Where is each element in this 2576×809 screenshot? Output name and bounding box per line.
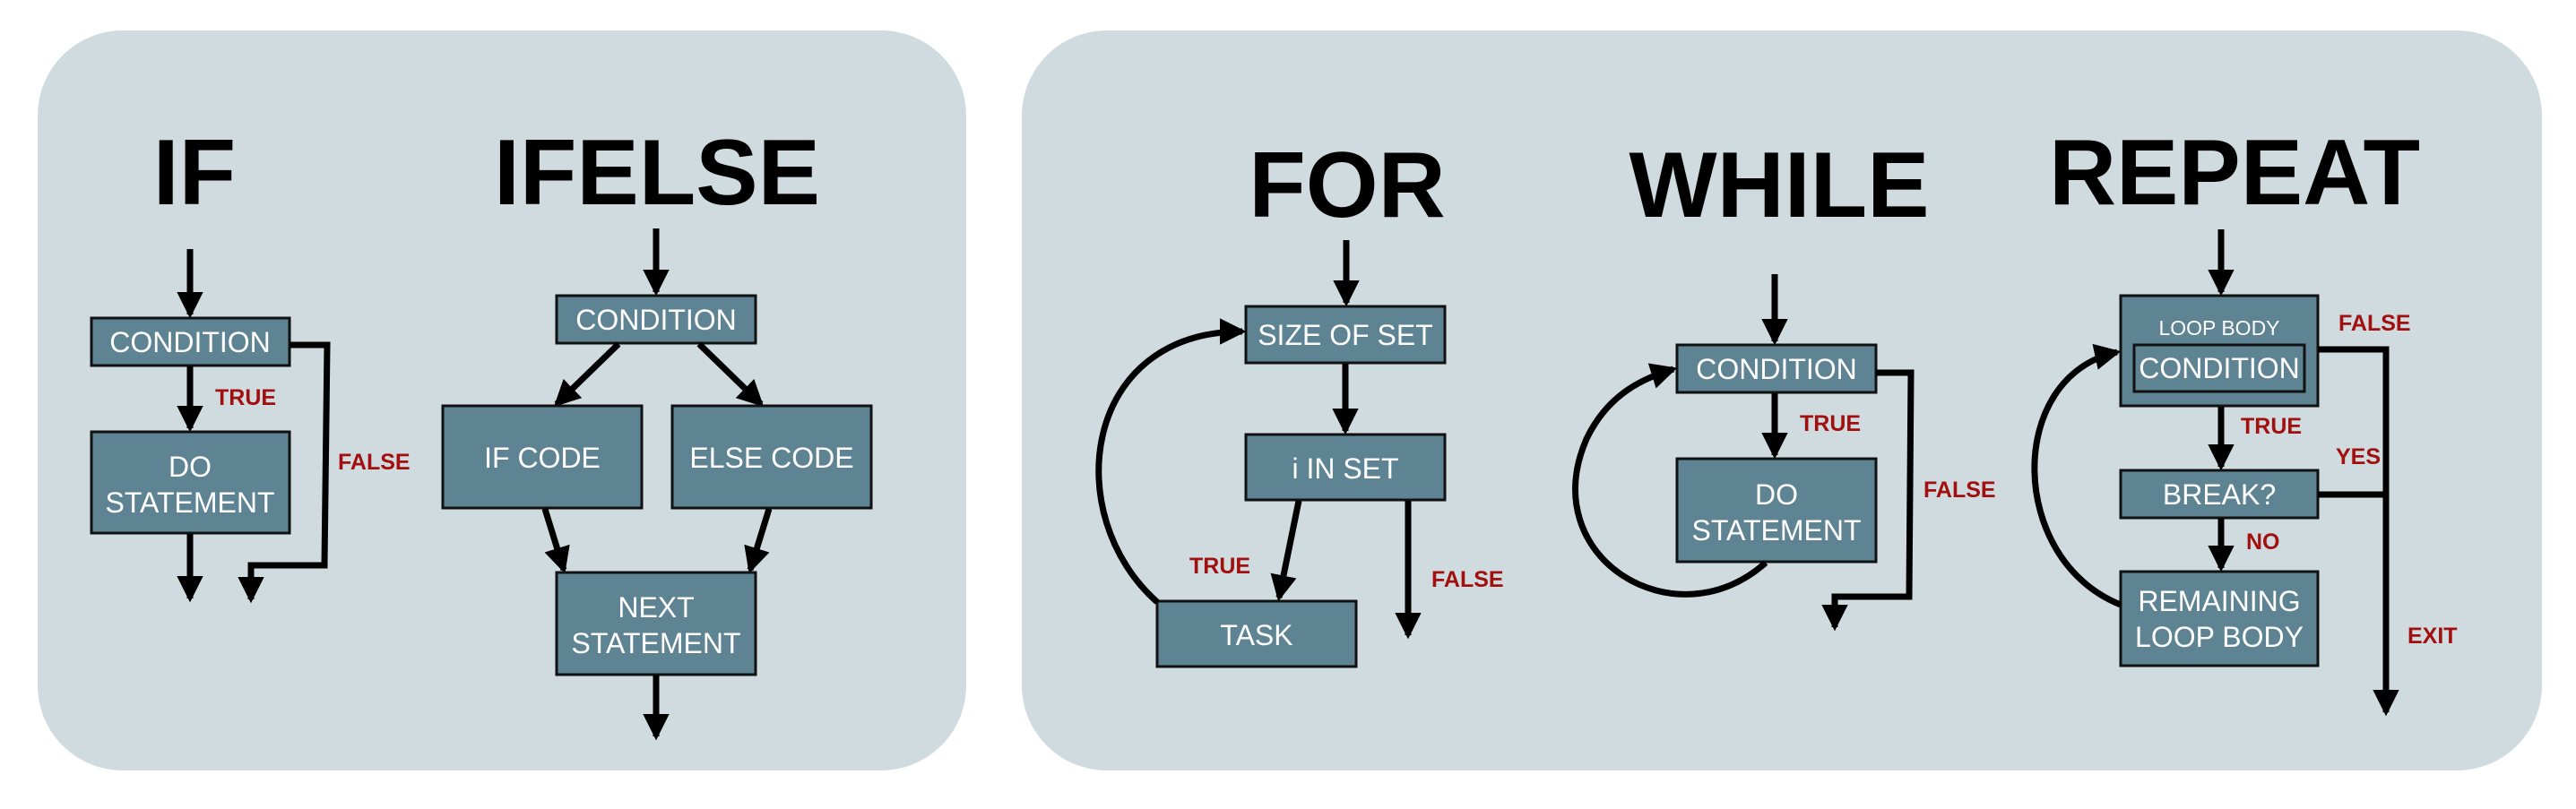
repeat-loop-back-arrow <box>2031 343 2122 608</box>
repeat-remaining-line1: REMAINING <box>2138 585 2300 617</box>
while-loop-back-arrow <box>1572 363 1768 598</box>
repeat-yes-label: YES <box>2336 444 2381 469</box>
for-size-box <box>1244 305 1447 365</box>
while-statement-box <box>1675 457 1878 564</box>
for-title: FOR <box>1249 133 1446 237</box>
while-title: WHILE <box>1629 133 1929 237</box>
if-false-label: FALSE <box>338 450 411 475</box>
while-false-label: FALSE <box>1923 478 1996 503</box>
repeat-break-box <box>2119 469 2320 520</box>
for-true-label: TRUE <box>1189 554 1250 579</box>
if-statement-line1: DO <box>169 451 212 483</box>
ifelse-next-line2: STATEMENT <box>571 627 740 659</box>
repeat-false-path <box>2318 346 2399 717</box>
while-condition-box <box>1675 343 1878 394</box>
ifelse-condition-text: CONDITION <box>575 304 737 336</box>
ifelse-next-box <box>555 571 757 676</box>
for-loop-back-arrow <box>1095 318 1247 605</box>
for-in-set-box <box>1244 433 1447 502</box>
ifelse-title: IFELSE <box>494 121 820 225</box>
while-false-path <box>1821 369 1915 632</box>
repeat-condition-box <box>2132 343 2306 393</box>
repeat-condition-text: CONDITION <box>2139 352 2300 384</box>
repeat-title: REPEAT <box>2049 121 2420 225</box>
if-statement-line2: STATEMENT <box>105 486 274 519</box>
ifelse-if-code-text: IF CODE <box>484 442 601 474</box>
ifelse-else-merge-arrow <box>744 507 773 574</box>
while-condition-text: CONDITION <box>1696 353 1857 385</box>
repeat-remaining-box <box>2119 570 2320 667</box>
repeat-loop-body-text: LOOP BODY <box>2158 316 2279 340</box>
if-true-label: TRUE <box>215 385 276 410</box>
repeat-no-label: NO <box>2246 529 2280 555</box>
ifelse-else-code-box <box>670 404 873 510</box>
ifelse-next-line1: NEXT <box>618 591 694 624</box>
ifelse-condition-box <box>555 294 757 345</box>
ifelse-else-code-text: ELSE CODE <box>689 442 853 474</box>
ifelse-if-merge-arrow <box>541 507 570 574</box>
if-title: IF <box>153 121 236 225</box>
ifelse-if-code-box <box>441 404 644 510</box>
for-false-label: FALSE <box>1431 567 1504 592</box>
if-condition-text: CONDITION <box>109 326 271 358</box>
while-true-label: TRUE <box>1800 411 1861 436</box>
repeat-remaining-line2: LOOP BODY <box>2135 621 2304 653</box>
for-in-set-text: i IN SET <box>1292 452 1398 485</box>
repeat-false-label: FALSE <box>2338 311 2411 336</box>
for-task-text: TASK <box>1220 619 1292 651</box>
repeat-exit-label: EXIT <box>2407 624 2458 649</box>
repeat-true-label: TRUE <box>2241 414 2302 439</box>
for-size-text: SIZE OF SET <box>1258 319 1433 351</box>
ifelse-if-branch-arrow <box>553 341 621 408</box>
for-task-box <box>1155 599 1358 668</box>
if-statement-box <box>90 430 291 535</box>
while-statement-line1: DO <box>1755 478 1798 511</box>
while-statement-line2: STATEMENT <box>1691 514 1861 547</box>
if-false-path <box>238 341 331 604</box>
for-true-arrow <box>1270 500 1302 602</box>
ifelse-else-branch-arrow <box>696 341 765 408</box>
repeat-break-text: BREAK? <box>2163 478 2276 511</box>
if-condition-box <box>90 316 291 367</box>
